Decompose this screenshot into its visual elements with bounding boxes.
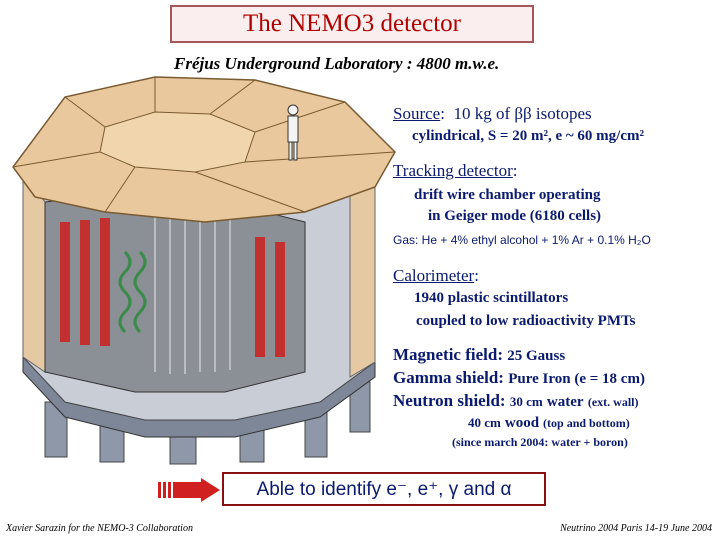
magnetic-value: 25 Gauss (507, 348, 566, 364)
magnetic-label: Magnetic field: (393, 345, 503, 364)
calorimeter-line: Calorimeter: (393, 266, 479, 285)
identify-text: Able to identify e⁻, e⁺, γ and α (256, 478, 512, 500)
title-box: The NEMO3 detector (170, 5, 534, 43)
neutron-value1a: 30 cm (509, 394, 543, 409)
footer-right: Neutrino 2004 Paris 14-19 June 2004 (560, 523, 712, 534)
gamma-label: Gamma shield: (393, 368, 504, 387)
neutron-note: (since march 2004: water + boron) (452, 435, 628, 449)
arrow-right-icon (158, 478, 220, 502)
neutron-value1c: (ext. wall) (587, 395, 639, 409)
footer-left: Xavier Sarazin for the NEMO-3 Collaborat… (6, 523, 193, 534)
neutron-value2c: (top and bottom) (543, 416, 630, 430)
source-line: Source: 10 kg of ββ isotopes (393, 104, 592, 123)
source-text: 10 kg of ββ isotopes (453, 104, 592, 123)
neutron-line2: 40 cm wood (top and bottom) (468, 414, 630, 432)
source-heading: Source (393, 104, 441, 123)
magnetic-line: Magnetic field: 25 Gauss (393, 345, 565, 365)
gamma-line: Gamma shield: Pure Iron (e = 18 cm) (393, 368, 645, 388)
neutron-line: Neutron shield: 30 cm water (ext. wall) (393, 391, 638, 411)
source-detail: cylindrical, S = 20 m², e ~ 60 mg/cm² (412, 128, 644, 144)
neutron-value2a: 40 cm (468, 415, 501, 430)
tracking-line2: in Geiger mode (6180 cells) (428, 208, 602, 224)
detector-illustration (12, 76, 396, 465)
neutron-value1b: water (546, 394, 584, 410)
neutron-label: Neutron shield: (393, 391, 506, 410)
calorimeter-heading: Calorimeter (393, 266, 475, 285)
tracking-heading: Tracking detector (393, 161, 513, 180)
tracking-line1: drift wire chamber operating (414, 187, 601, 203)
subtitle: Fréjus Underground Laboratory : 4800 m.w… (174, 54, 500, 73)
neutron-value2b: wood (504, 415, 540, 431)
gamma-value: Pure Iron (e = 18 cm) (508, 371, 645, 387)
tracking-line: Tracking detector: (393, 161, 518, 180)
calorimeter-line2: coupled to low radioactivity PMTs (416, 313, 636, 329)
calorimeter-line1: 1940 plastic scintillators (414, 290, 569, 306)
tracking-gas: Gas: He + 4% ethyl alcohol + 1% Ar + 0.1… (393, 233, 651, 247)
identify-box: Able to identify e⁻, e⁺, γ and α (222, 472, 546, 506)
slide-title: The NEMO3 detector (243, 10, 461, 37)
